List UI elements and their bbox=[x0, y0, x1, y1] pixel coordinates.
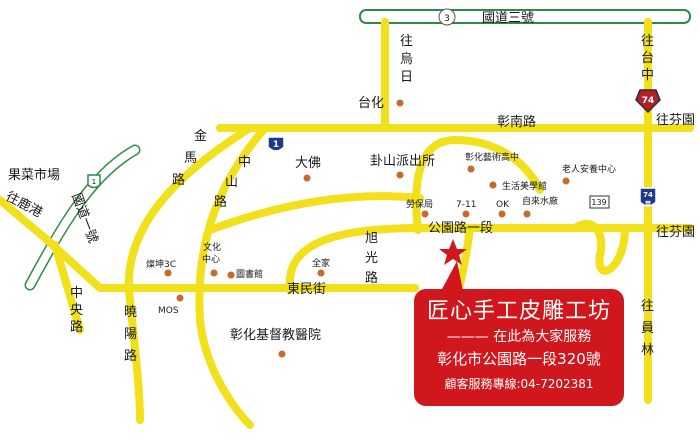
highway-3-name: 國道三號 bbox=[482, 11, 534, 26]
road-label-jinma-3: 路 bbox=[172, 172, 185, 188]
route-74-shield: 74 bbox=[635, 89, 661, 114]
road-label-xuguang-3: 路 bbox=[365, 270, 378, 286]
road-label-zhongshan-3: 路 bbox=[214, 194, 227, 210]
mos-dot bbox=[176, 294, 184, 302]
road-label-taichung-2: 台 bbox=[641, 51, 654, 66]
place-culture-2: 中心 bbox=[202, 253, 220, 265]
svg-text:甲: 甲 bbox=[645, 200, 651, 208]
road-label-xiaoyang-3: 路 bbox=[124, 348, 137, 364]
place-mos: MOS bbox=[158, 306, 179, 316]
road-label-zhongyang-3: 路 bbox=[70, 319, 83, 335]
road-zhongyang bbox=[51, 241, 84, 334]
place-water: 自來水廠 bbox=[522, 195, 558, 207]
place-ok: OK bbox=[496, 200, 510, 210]
road-label-yuanlin-2: 員 bbox=[641, 321, 654, 336]
road-label-wuri-3: 日 bbox=[400, 70, 413, 85]
road-zhongshan bbox=[195, 124, 269, 429]
road-east-loop bbox=[571, 219, 629, 275]
place-dafo: 大佛 bbox=[295, 156, 321, 171]
shop-address: 彰化市公園路一段320號 bbox=[437, 350, 601, 368]
living-school-dot bbox=[489, 181, 497, 189]
shop-phone: 顧客服務專線:04-7202381 bbox=[444, 377, 594, 391]
water-dot bbox=[523, 210, 531, 218]
road-label-jinma-2: 馬 bbox=[184, 151, 197, 166]
place-elderly: 老人安養中心 bbox=[562, 163, 616, 175]
road-label-taichung-1: 往 bbox=[641, 34, 654, 49]
police-dot bbox=[396, 171, 404, 179]
road-label-jinma-1: 金 bbox=[194, 128, 207, 144]
road-label-xuguang-2: 光 bbox=[365, 251, 378, 266]
road-gongyuan bbox=[285, 224, 694, 294]
road-label-xiaoyang-1: 曉 bbox=[124, 305, 137, 320]
freeway-1-shield: 1 bbox=[87, 174, 101, 189]
promo-callout-tail bbox=[441, 261, 463, 291]
road-label-fenyuan-top: 往芬園 bbox=[656, 113, 695, 128]
road-label-yuanlin-3: 林 bbox=[641, 343, 654, 358]
road-label-yuanlin-1: 往 bbox=[641, 299, 654, 314]
place-quanjia: 全家 bbox=[312, 257, 330, 269]
route-139-sign: 139 bbox=[589, 195, 610, 209]
svg-text:139: 139 bbox=[591, 198, 606, 207]
road-label-changnan: 彰南路 bbox=[497, 114, 536, 130]
place-taihua: 台化 bbox=[358, 96, 384, 111]
culture-dot bbox=[210, 269, 218, 277]
place-library: 圖書館 bbox=[236, 268, 263, 280]
svg-text:74: 74 bbox=[642, 96, 655, 106]
road-label-zhongyang-2: 央 bbox=[70, 303, 83, 318]
road-lugang bbox=[0, 196, 419, 292]
road-label-taichung-3: 中 bbox=[641, 68, 654, 83]
svg-text:1: 1 bbox=[92, 178, 96, 186]
ok-dot bbox=[498, 210, 506, 218]
shop-name: 匠心手工皮雕工坊 bbox=[426, 299, 611, 324]
place-culture-1: 文化 bbox=[203, 241, 221, 253]
arts-school-dot bbox=[467, 165, 475, 173]
highway-3-shield bbox=[438, 8, 456, 26]
road-label-xuguang-1: 旭 bbox=[365, 231, 378, 246]
taihua-dot bbox=[396, 99, 404, 107]
road-label-dongmin: 東民街 bbox=[287, 281, 326, 297]
place-711: 7-11 bbox=[456, 200, 476, 210]
route-74a-shield: 74 甲 bbox=[639, 187, 657, 208]
place-labor: 勞保局 bbox=[406, 198, 433, 210]
svg-text:74: 74 bbox=[643, 191, 653, 199]
shop-info-callout: 匠心手工皮雕工坊 ——— 在此為大家服務 彰化市公園路一段320號 顧客服務專線… bbox=[414, 289, 624, 406]
road-label-wuri-2: 烏 bbox=[400, 51, 413, 67]
road-label-gongyuan: 公園路一段 bbox=[428, 220, 493, 236]
road-jinma bbox=[124, 124, 254, 424]
elderly-dot bbox=[562, 177, 570, 185]
road-labor bbox=[206, 192, 424, 234]
place-arts-school: 彰化藝術高中 bbox=[465, 151, 519, 163]
highway-3-number: 3 bbox=[444, 14, 450, 24]
place-canshen: 燦坤3C bbox=[146, 258, 176, 270]
shop-location-marker[interactable] bbox=[439, 239, 467, 265]
shop-tagline: ——— 在此為大家服務 bbox=[446, 329, 592, 345]
dafo-dot bbox=[303, 174, 311, 182]
quanjia-dot bbox=[317, 269, 325, 277]
place-living-school: 生活美學館 bbox=[502, 180, 547, 192]
road-label-zhongshan-1: 中 bbox=[238, 155, 251, 170]
road-label-wuri-1: 往 bbox=[400, 34, 413, 49]
place-police: 卦山派出所 bbox=[370, 154, 435, 169]
svg-text:1: 1 bbox=[273, 140, 279, 150]
labor-dot bbox=[421, 210, 429, 218]
library-dot bbox=[227, 271, 235, 279]
road-label-fenyuan-bottom: 往芬園 bbox=[656, 225, 695, 240]
711-dot bbox=[462, 210, 470, 218]
place-fruit-market: 果菜市場 bbox=[8, 167, 60, 183]
place-hospital: 彰化基督教醫院 bbox=[230, 327, 321, 343]
canshen-dot bbox=[164, 269, 172, 277]
road-label-xiaoyang-2: 陽 bbox=[124, 327, 137, 342]
road-label-zhongshan-2: 山 bbox=[225, 175, 238, 190]
hospital-dot bbox=[278, 350, 286, 358]
road-label-zhongyang-1: 中 bbox=[70, 286, 83, 301]
provincial-1-shield: 1 bbox=[267, 136, 285, 152]
road-gushan-loop bbox=[412, 136, 544, 234]
